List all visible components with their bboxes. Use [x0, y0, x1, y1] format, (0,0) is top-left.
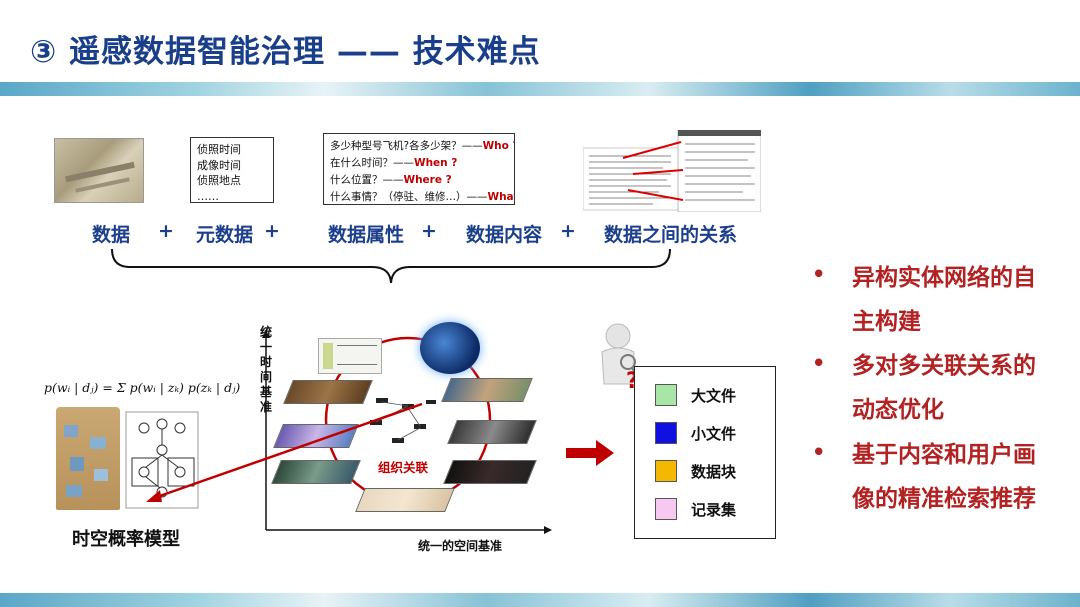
label-relations: 数据之间的关系 — [604, 224, 738, 246]
legend-swatch — [655, 422, 677, 444]
bullet-text: 主构建 — [852, 309, 921, 335]
x-axis-label: 统一的空间基准 — [418, 539, 503, 553]
data-type-legend: 大文件 小文件 数据块 记录集 — [634, 366, 776, 539]
label-data: 数据 — [92, 224, 131, 246]
bullet-text: 像的精准检索推荐 — [852, 486, 1036, 512]
legend-item: 数据块 — [655, 459, 736, 483]
bullet-text: 基于内容和用户画 — [852, 442, 1036, 468]
metadata-line: 侦照时间 — [197, 143, 241, 156]
bullet-dot: • — [812, 351, 826, 375]
plus-sign: + — [560, 220, 576, 242]
grouping-brace — [111, 248, 671, 284]
legend-swatch — [655, 460, 677, 482]
bullet-text: 动态优化 — [852, 397, 944, 423]
plus-sign: + — [264, 220, 280, 242]
metadata-line: …… — [197, 189, 219, 203]
document-thumbnail — [582, 129, 762, 213]
label-content: 数据内容 — [466, 224, 543, 246]
legend-label: 数据块 — [691, 462, 737, 481]
probability-formula: p(wᵢ | dⱼ) = Σ p(wᵢ | zₖ) p(zₖ | dⱼ) — [44, 380, 241, 395]
footer-decor-band — [0, 593, 1080, 607]
legend-label: 记录集 — [691, 500, 737, 519]
legend-item: 大文件 — [655, 383, 736, 407]
legend-item: 记录集 — [655, 497, 736, 521]
graphical-model-diagram — [125, 411, 199, 509]
legend-swatch — [655, 384, 677, 406]
output-arrow — [566, 440, 614, 466]
document-stack-thumbnail — [318, 338, 382, 374]
bullet-text: 异构实体网络的自 — [852, 265, 1036, 291]
plus-sign: + — [158, 220, 174, 242]
metadata-line: 侦照地点 — [197, 174, 241, 187]
header-decor-band — [0, 82, 1080, 96]
image-tile-aerial-color — [441, 378, 533, 402]
image-tile-runway — [447, 420, 537, 444]
bullet-text: 多对多关联关系的 — [852, 353, 1036, 379]
relation-arrow — [146, 402, 423, 502]
attribute-line: 什么事情？（停驻、维修…）——What ? — [330, 191, 514, 203]
attribute-line: 多少种型号飞机?各多少架？——Who ? — [330, 140, 514, 152]
model-caption: 时空概率模型 — [72, 529, 180, 550]
satellite-thumbnail — [54, 138, 144, 203]
attribute-box: 多少种型号飞机?各多少架？——Who ? 在什么时间？——When ? 什么位置… — [323, 133, 515, 205]
label-metadata: 元数据 — [196, 224, 254, 246]
bullet-dot: • — [812, 262, 826, 286]
attribute-line: 什么位置？——Where ? — [330, 174, 452, 186]
globe-icon — [420, 322, 480, 374]
attribute-line: 在什么时间？——When ? — [330, 157, 458, 169]
label-attributes: 数据属性 — [328, 224, 405, 246]
legend-label: 小文件 — [691, 424, 737, 443]
plus-sign: + — [421, 220, 437, 242]
legend-swatch — [655, 498, 677, 520]
organization-label: 组织关联 — [378, 460, 429, 475]
legend-item: 小文件 — [655, 421, 736, 445]
metadata-box: 侦照时间 成像时间 侦照地点 …… — [190, 137, 274, 203]
page-title: ③ 遥感数据智能治理 —— 技术难点 — [30, 34, 541, 70]
bullet-dot: • — [812, 440, 826, 464]
metadata-line: 成像时间 — [197, 158, 241, 172]
image-tile-dark-network — [443, 460, 537, 484]
axes-lines — [262, 330, 552, 534]
legend-label: 大文件 — [691, 386, 737, 405]
paper-bag-illustration — [56, 407, 120, 510]
